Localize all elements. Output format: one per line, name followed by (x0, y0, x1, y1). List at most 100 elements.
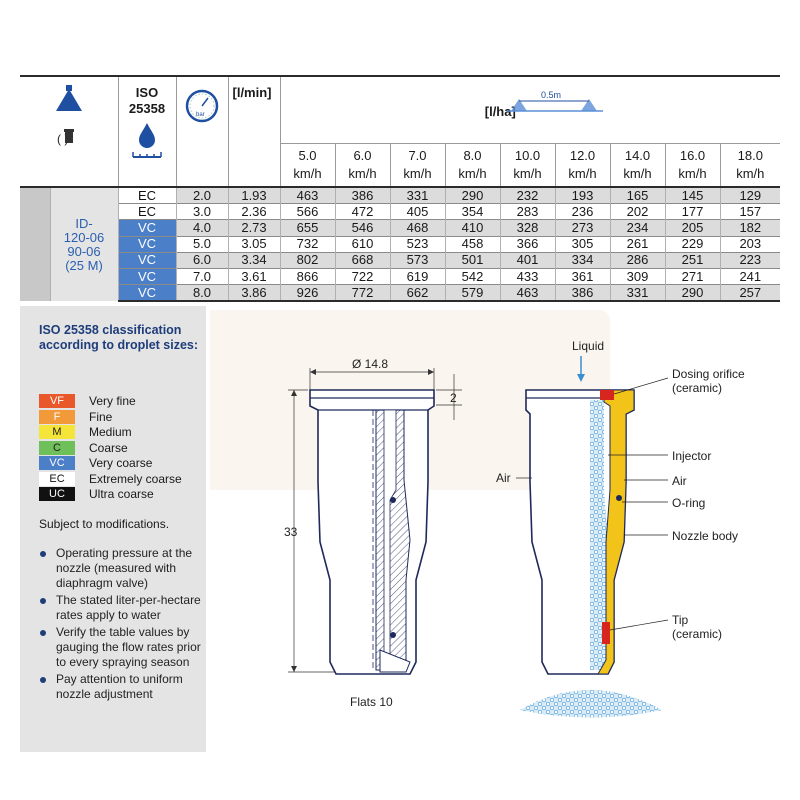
rate-cell: 232 (499, 186, 555, 204)
rate-cell: 361 (554, 267, 610, 285)
speed-unit: km/h (678, 165, 707, 181)
section-view: Liquid Dosing orifice (ceramic) Injector… (496, 339, 745, 718)
rate-cell: 366 (499, 235, 555, 253)
note-text: Operating pressure at the nozzle (measur… (56, 546, 193, 590)
rate-cell: 283 (499, 203, 555, 220)
speed-value: 6.0 (353, 147, 372, 163)
rate-cell: 261 (609, 235, 665, 253)
dimension-drawing: Ø 14.8 2 33 Flats 10 (284, 357, 462, 709)
droplet-class-cell: EC (117, 203, 176, 220)
rate-cell: 405 (389, 203, 445, 220)
speed-unit: km/h (458, 165, 487, 181)
note-item: Operating pressure at the nozzle (measur… (39, 546, 204, 591)
rate-cell: 290 (444, 186, 500, 204)
speed-unit: km/h (623, 165, 652, 181)
flow-cell: 3.61 (227, 267, 280, 285)
rate-cell: 205 (664, 219, 720, 237)
rate-cell: 655 (279, 219, 335, 237)
nozzle-body-label: Nozzle body (672, 529, 738, 543)
rate-cell: 305 (554, 235, 610, 253)
droplet-scale-icon (131, 123, 162, 158)
rate-cell: 331 (389, 186, 445, 204)
nozzle-header-cell: ( ) (20, 76, 118, 187)
rate-cell: 223 (719, 251, 781, 269)
o-ring-label: O-ring (672, 496, 705, 510)
legend-label: Extremely coarse (89, 471, 182, 486)
speed-value: 10.0 (514, 147, 541, 163)
rate-cell: 501 (444, 251, 500, 269)
bullet-icon (40, 551, 46, 557)
rate-cell: 177 (664, 203, 720, 220)
rate-cell: 129 (719, 186, 781, 204)
rate-cell: 273 (554, 219, 610, 237)
note-item: Verify the table values by gauging the f… (39, 625, 204, 670)
rate-cell: 662 (389, 284, 445, 303)
header-row: ( ) ISO 25358 (20, 76, 781, 187)
rate-cell: 202 (609, 203, 665, 220)
speed-value: 12.0 (569, 147, 596, 163)
rate-cell: 331 (609, 284, 665, 303)
legend-label: Very coarse (89, 456, 153, 470)
pressure-cell: 2.0 (175, 186, 228, 204)
speed-unit: km/h (348, 165, 377, 181)
droplet-class-cell: VC (117, 267, 176, 285)
rate-cell: 182 (719, 219, 781, 237)
pressure-cell: 3.0 (175, 203, 228, 220)
speed-unit: km/h (403, 165, 432, 181)
rate-cell: 468 (389, 219, 445, 237)
info-panel: ISO 25358 classification according to dr… (20, 306, 206, 752)
air-left-label: Air (496, 471, 511, 485)
rate-cell: 334 (554, 251, 610, 269)
droplet-class-cell: VC (117, 251, 176, 269)
legend-swatch: UC (39, 487, 75, 501)
pressure-cell: 8.0 (175, 284, 228, 303)
speed-value: 5.0 (298, 147, 317, 163)
rate-cell: 546 (334, 219, 390, 237)
speed-header-4: 10.0 km/h (499, 142, 555, 187)
air-right-label: Air (672, 474, 687, 488)
rate-cell: 523 (389, 235, 445, 253)
rate-cell: 472 (334, 203, 390, 220)
droplet-class-cell: VC (117, 235, 176, 253)
rate-cell: 157 (719, 203, 781, 220)
flow-cell: 3.86 (227, 284, 280, 303)
flow-cell: 3.05 (227, 235, 280, 253)
rate-cell: 668 (334, 251, 390, 269)
speed-header-1: 6.0 km/h (334, 142, 390, 187)
speed-unit: km/h (513, 165, 542, 181)
legend-label: Coarse (89, 440, 128, 455)
subject-note: Subject to modifications. (39, 517, 170, 531)
nozzle-drawings: Ø 14.8 2 33 Flats 10 (210, 310, 745, 718)
iso-header-cell: ISO 25358 (117, 76, 176, 187)
speed-value: 7.0 (408, 147, 427, 163)
model-name-line4: (25 M) (65, 257, 103, 273)
flow-unit-label: [l/min] (232, 85, 272, 100)
flow-header-cell: [l/min] (227, 76, 280, 187)
injector-label: Injector (672, 449, 711, 463)
flow-cell: 2.36 (227, 203, 280, 220)
rate-cell: 290 (664, 284, 720, 303)
note-text: The stated liter-per-hectare rates apply… (56, 593, 201, 622)
rate-cell: 542 (444, 267, 500, 285)
rate-cell: 309 (609, 267, 665, 285)
rate-cell: 257 (719, 284, 781, 303)
row-group-spacer (20, 185, 50, 302)
speed-unit: km/h (293, 165, 322, 181)
rate-cell: 866 (279, 267, 335, 285)
pressure-cell: 6.0 (175, 251, 228, 269)
panel-title: ISO 25358 classification according to dr… (39, 323, 199, 352)
flow-rate-table-section: ( ) ISO 25358 (20, 75, 781, 303)
pressure-unit-label: bar (196, 112, 205, 118)
rate-cell: 463 (279, 186, 335, 204)
rate-cell: 386 (334, 186, 390, 204)
legend-label: Medium (89, 425, 132, 439)
dimension-33-label: 33 (284, 525, 298, 539)
flats-label: Flats 10 (350, 695, 393, 709)
